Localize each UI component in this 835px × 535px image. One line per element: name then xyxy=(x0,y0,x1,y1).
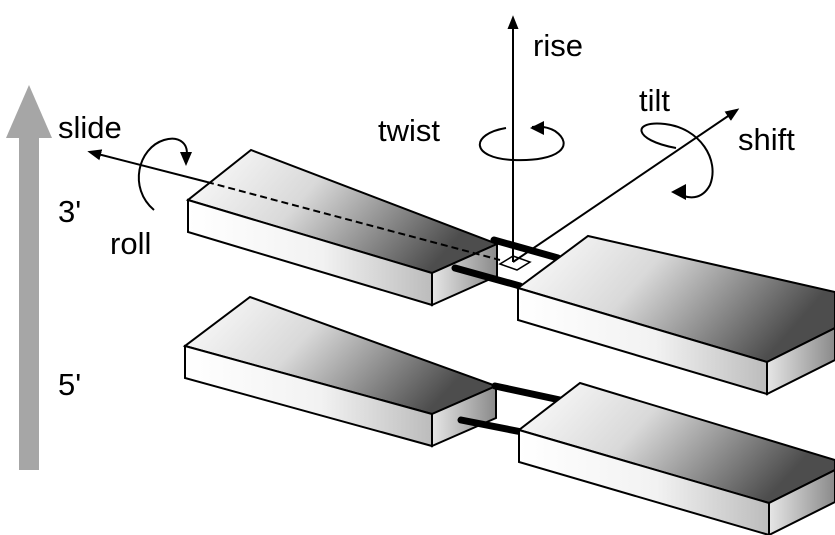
strand-direction-arrow xyxy=(6,85,52,470)
shift-label: shift xyxy=(738,122,795,157)
upper-hydrogen-bonds xyxy=(451,236,562,290)
slide-label: slide xyxy=(58,110,122,145)
lower-hydrogen-bonds xyxy=(457,382,564,437)
rise-label: rise xyxy=(533,28,583,63)
lower-left-base-block xyxy=(182,295,499,448)
upper-left-base-block xyxy=(185,148,500,307)
strand-3prime-label: 3' xyxy=(58,194,81,229)
tilt-label: tilt xyxy=(639,83,670,118)
roll-rotation-arrow xyxy=(137,137,192,211)
slide-axis xyxy=(87,149,501,261)
tilt-rotation-arrow xyxy=(640,122,714,200)
roll-label: roll xyxy=(110,226,151,261)
twist-label: twist xyxy=(378,113,440,148)
lower-right-base-block xyxy=(516,381,835,535)
strand-5prime-label: 5' xyxy=(58,367,81,402)
twist-rotation-arrow xyxy=(478,121,565,162)
upper-right-base-block xyxy=(515,234,835,396)
step-origin-box xyxy=(498,255,532,271)
shift-axis xyxy=(512,108,740,263)
